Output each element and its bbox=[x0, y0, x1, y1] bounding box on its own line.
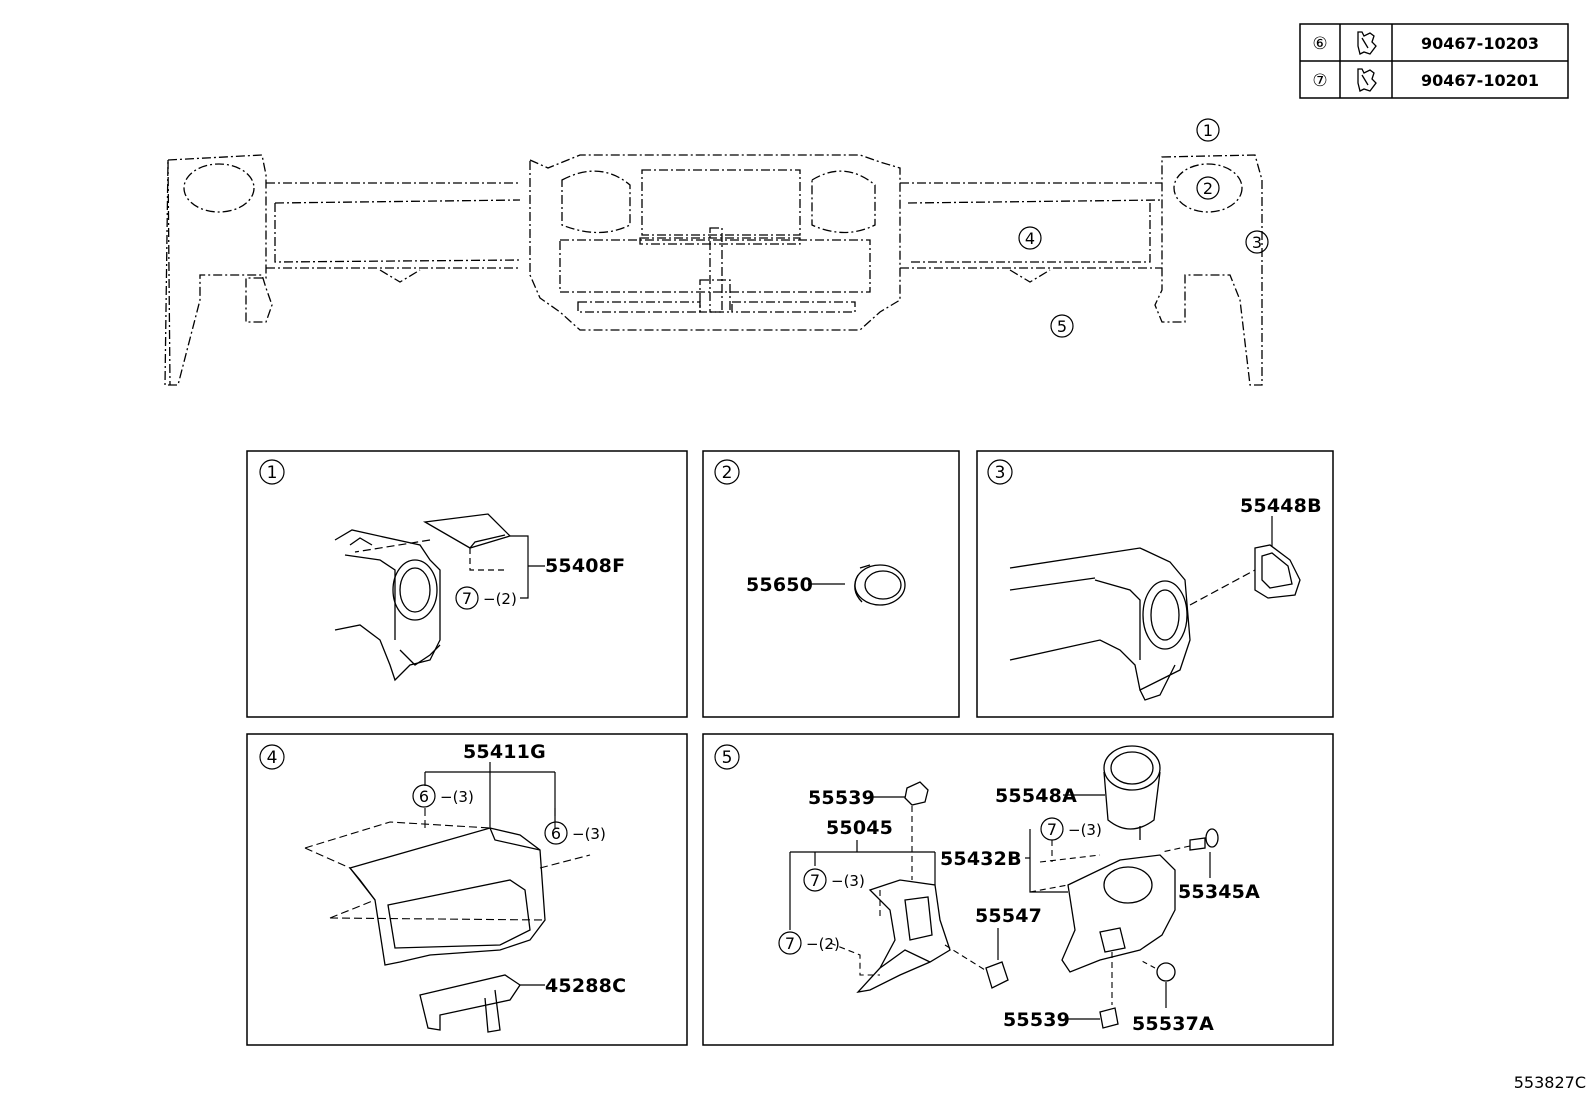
part-label-55432B[interactable]: 55432B bbox=[940, 848, 1022, 870]
panel-frames bbox=[246, 450, 1334, 1046]
part-label-55411G[interactable]: 55411G bbox=[463, 741, 546, 763]
part-label-55537A[interactable]: 55537A bbox=[1132, 1013, 1214, 1035]
legend-part-6[interactable]: 90467-10203 bbox=[1421, 34, 1539, 53]
dashed-guides bbox=[304, 808, 591, 921]
panel-5-clip-ref-a[interactable]: 7 bbox=[810, 871, 820, 890]
upper-cover-drawing bbox=[348, 827, 546, 966]
dash-side-drawing bbox=[1009, 547, 1191, 701]
vent-nozzle-drawing bbox=[854, 564, 906, 606]
part-label-55650[interactable]: 55650 bbox=[746, 574, 813, 596]
legend-table bbox=[1299, 23, 1569, 99]
overview-callout-2[interactable]: 2 bbox=[1203, 179, 1213, 198]
console-panel-drawing bbox=[1061, 854, 1176, 973]
panel-1-clip-ref[interactable]: 7 bbox=[462, 589, 472, 608]
panel-1-number: 1 bbox=[267, 463, 278, 483]
callout-circle bbox=[1196, 118, 1220, 142]
small-plug-drawing bbox=[985, 961, 1009, 989]
lower-bracket-drawing bbox=[419, 974, 521, 1033]
part-label-55408F[interactable]: 55408F bbox=[545, 555, 625, 577]
panel-1: 1 7 −(2) 55408F bbox=[259, 459, 625, 682]
overview-callout-4[interactable]: 4 bbox=[1025, 229, 1035, 248]
part-label-55539-bottom[interactable]: 55539 bbox=[1003, 1009, 1070, 1031]
small-clip-drawing bbox=[904, 781, 929, 806]
panel-3: 3 55448B bbox=[987, 459, 1322, 701]
panel-5-number: 5 bbox=[722, 748, 733, 768]
bezel-drawing bbox=[1254, 544, 1301, 599]
small-clip-drawing bbox=[1099, 1007, 1119, 1029]
lower-panel-drawing bbox=[856, 879, 951, 993]
panel-5-clip-qty-a: −(3) bbox=[831, 872, 865, 890]
part-label-55448B[interactable]: 55448B bbox=[1240, 495, 1322, 517]
callout-circle bbox=[1245, 230, 1269, 254]
legend-circle-7: ⑦ bbox=[1312, 71, 1327, 91]
overview-callout-1[interactable]: 1 bbox=[1203, 121, 1213, 140]
overview-callouts: 1 2 3 4 5 bbox=[1018, 118, 1269, 338]
legend-part-7[interactable]: 90467-10201 bbox=[1421, 71, 1539, 90]
panel-3-number: 3 bbox=[995, 463, 1006, 483]
knob-drawing bbox=[1156, 962, 1176, 982]
panel-1-clip-qty: −(2) bbox=[483, 590, 517, 608]
overview-callout-3[interactable]: 3 bbox=[1252, 233, 1262, 252]
legend-row-6: ⑥ 90467-10203 bbox=[1312, 31, 1539, 55]
callout-circle bbox=[1050, 314, 1074, 338]
part-label-55547[interactable]: 55547 bbox=[975, 905, 1042, 927]
panel-5: 5 55539 55045 7 −(3) 7 −(2) bbox=[714, 744, 1260, 1035]
legend-row-7: ⑦ 90467-10201 bbox=[1312, 68, 1539, 92]
legend-circle-6: ⑥ bbox=[1312, 34, 1327, 54]
panel-2: 2 55650 bbox=[714, 459, 906, 606]
callout-circle bbox=[1018, 226, 1042, 250]
part-label-55548A[interactable]: 55548A bbox=[995, 785, 1077, 807]
part-label-55045[interactable]: 55045 bbox=[826, 817, 893, 839]
part-label-55345A[interactable]: 55345A bbox=[1178, 881, 1260, 903]
panel-5-clip-ref-b[interactable]: 7 bbox=[785, 934, 795, 953]
trim-panel-drawing bbox=[423, 513, 512, 549]
dashboard-overview bbox=[164, 154, 1263, 386]
panel-5-clip-qty-b: −(2) bbox=[806, 935, 840, 953]
panel-5-clip-ref-c[interactable]: 7 bbox=[1047, 820, 1057, 839]
overview-callout-5[interactable]: 5 bbox=[1057, 317, 1067, 336]
screw-drawing bbox=[1189, 828, 1219, 851]
part-label-45288C[interactable]: 45288C bbox=[545, 975, 626, 997]
clip-icon bbox=[1357, 31, 1377, 55]
panel-2-number: 2 bbox=[722, 463, 733, 483]
part-label-55539-top[interactable]: 55539 bbox=[808, 787, 875, 809]
panel-4-clip-qty-b: −(3) bbox=[572, 825, 606, 843]
dash-end-cap-drawing bbox=[334, 529, 441, 682]
cup-holder-drawing bbox=[1103, 745, 1161, 840]
panel-5-clip-qty-c: −(3) bbox=[1068, 821, 1102, 839]
panel-4: 4 6 −(3) 6 −(3) 55411G bbox=[259, 741, 626, 1033]
panel-4-clip-qty-a: −(3) bbox=[440, 788, 474, 806]
clip-icon bbox=[1357, 68, 1377, 92]
panel-4-clip-ref-b[interactable]: 6 bbox=[551, 824, 561, 843]
diagram-reference-code: 553827C bbox=[1514, 1073, 1586, 1092]
panel-4-clip-ref-a[interactable]: 6 bbox=[419, 787, 429, 806]
panel-4-number: 4 bbox=[267, 748, 278, 768]
callout-circle bbox=[1196, 176, 1220, 200]
